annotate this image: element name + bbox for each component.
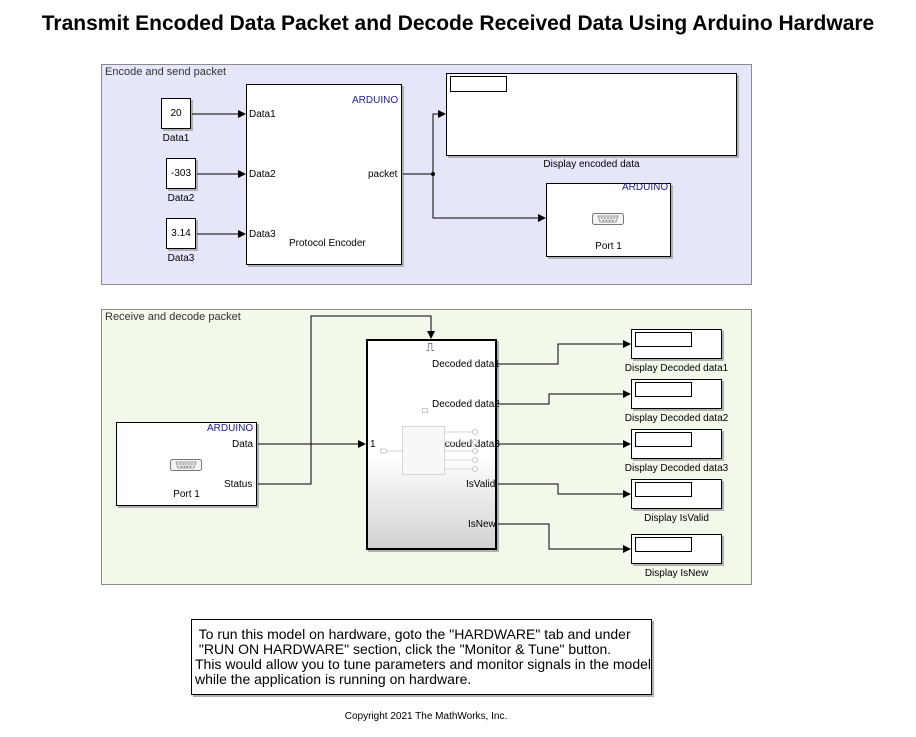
encoder-input-data2: Data2 — [249, 169, 276, 180]
signal-packet-port — [432, 174, 546, 222]
signal-packet-display — [432, 110, 446, 174]
subsystem-output-isvalid: IsValid — [466, 479, 496, 490]
display-isvalid-value-box — [635, 482, 692, 497]
note-line-4: while the application is running on hard… — [195, 671, 472, 687]
branch-point — [431, 172, 435, 176]
constant-data1-label: Data1 — [162, 133, 190, 144]
protocol-encoder-brand: ARDUINO — [352, 95, 399, 106]
note-line-1: To run this model on hardware, goto the … — [195, 626, 631, 642]
model-title: Transmit Encoded Data Packet and Decode … — [41, 12, 875, 35]
display-isnew-value-box — [635, 537, 692, 552]
subsystem-input-port: 1 — [370, 439, 376, 450]
constant-data3[interactable]: 3.14 — [166, 218, 196, 249]
signal-isvalid — [498, 483, 631, 498]
receive-area-label: Receive and decode packet — [105, 311, 241, 323]
subsystem-output-decoded-data1: Decoded data1 — [432, 359, 500, 370]
constant-data3-label: Data3 — [167, 253, 195, 264]
display-encoded-data-label: Display encoded data — [543, 159, 640, 170]
display-decoded-data3-value-box — [635, 432, 692, 447]
display-encoded-value-box — [450, 76, 507, 92]
signal-decoded-data2 — [498, 390, 631, 405]
display-decoded-data2-label: Display Decoded data2 — [624, 413, 729, 424]
serial-receive-brand: ARDUINO — [207, 423, 254, 434]
display-decoded-data2-value-box — [635, 382, 692, 397]
display-decoded-data1-label: Display Decoded data1 — [624, 363, 729, 374]
protocol-encoder-label: Protocol Encoder — [289, 238, 366, 249]
serial-port-icon — [592, 212, 624, 225]
encoder-input-data3: Data3 — [249, 229, 276, 240]
display-decoded-data3-label: Display Decoded data3 — [624, 463, 729, 474]
constant-data2-label: Data2 — [167, 193, 195, 204]
constant-data3-value: 3.14 — [171, 228, 191, 239]
subsystem-output-decoded-data2: Decoded data2 — [432, 399, 500, 410]
serial-receive-output-status: Status — [224, 479, 253, 490]
constant-data2-value: -303 — [170, 168, 191, 179]
serial-port-icon-graphic — [170, 459, 202, 471]
display-decoded-data1-value-box — [635, 332, 692, 347]
signal-isnew — [498, 523, 631, 553]
display-isnew-label: Display IsNew — [644, 568, 709, 579]
serial-transmit-label: Port 1 — [595, 241, 622, 252]
protocol-encoder-block[interactable] — [246, 84, 402, 265]
serial-port-icon — [170, 458, 202, 471]
serial-port-icon-graphic — [592, 213, 624, 225]
encode-area-label: Encode and send packet — [105, 66, 227, 78]
copyright-text: Copyright 2021 The MathWorks, Inc. — [344, 711, 508, 722]
note-line-3: This would allow you to tune parameters … — [195, 656, 652, 672]
encoder-output-packet: packet — [368, 169, 398, 180]
signal-status — [258, 315, 435, 485]
encoder-input-data1: Data1 — [249, 109, 276, 120]
signal-decoded-data1 — [498, 340, 631, 365]
subsystem-output-isnew: IsNew — [468, 519, 496, 530]
constant-data1[interactable]: 20 — [161, 98, 191, 129]
note-line-2: "RUN ON HARDWARE" section, click the "Mo… — [195, 641, 612, 657]
trigger-icon: ⎍ — [426, 340, 435, 354]
serial-transmit-brand: ARDUINO — [622, 182, 669, 193]
serial-receive-output-data: Data — [232, 439, 254, 450]
constant-data1-value: 20 — [170, 108, 182, 119]
subsystem-output-decoded-data3: Decoded data3 — [432, 439, 500, 450]
info-note: To run this model on hardware, goto the … — [191, 619, 652, 695]
display-isvalid-label: Display IsValid — [644, 513, 709, 524]
subsystem-preview-icon — [378, 405, 483, 477]
serial-receive-label: Port 1 — [173, 489, 200, 500]
constant-data2[interactable]: -303 — [166, 158, 196, 189]
subsystem-preview-graphic — [380, 408, 478, 475]
